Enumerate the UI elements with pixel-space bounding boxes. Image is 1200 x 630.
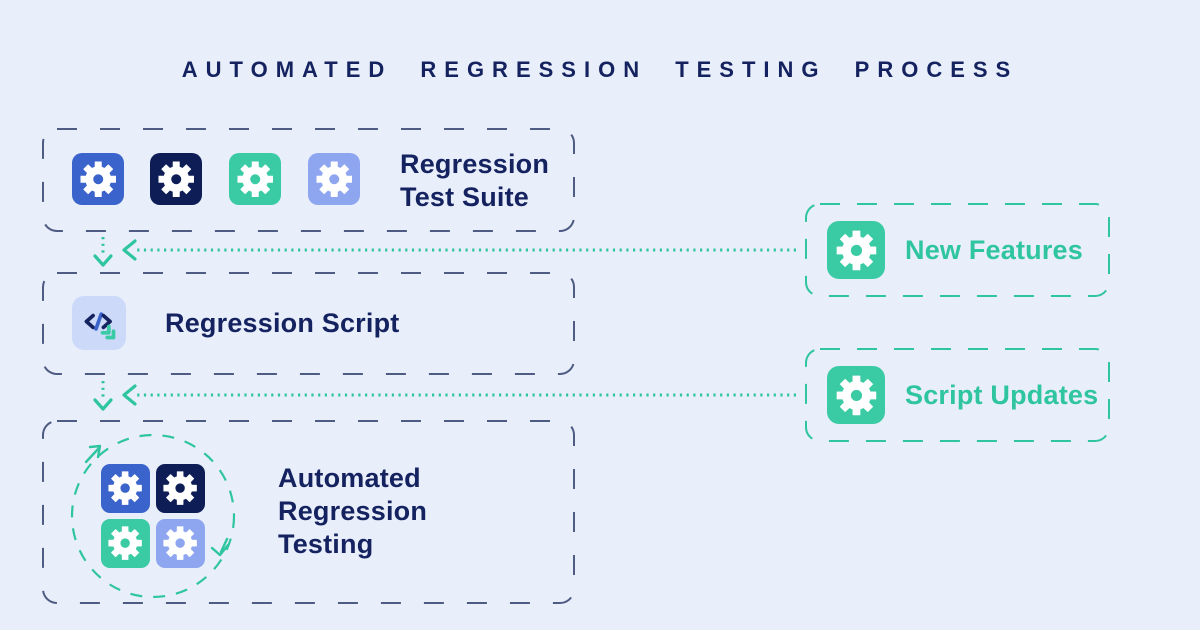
gear-icon-teal — [229, 153, 281, 205]
node-script-updates: Script Updates — [805, 348, 1110, 442]
node-label: Regression Test Suite — [400, 149, 550, 212]
gear-icon-teal — [101, 519, 150, 568]
dashed-border — [42, 272, 575, 375]
dashed-border — [42, 420, 575, 604]
node-label: New Features — [905, 234, 1083, 265]
gear-icon-blue — [72, 153, 124, 205]
gear-icon-blue — [101, 464, 150, 513]
arrow-script-to-testing — [93, 381, 113, 411]
gear-icon-periwinkle — [156, 519, 205, 568]
dashed-border — [805, 203, 1110, 297]
dashed-border — [805, 348, 1110, 442]
gear-icon-teal — [827, 221, 885, 279]
diagram-title: AUTOMATED REGRESSION TESTING PROCESS — [181, 57, 1019, 82]
node-regression-test-suite: Regression Test Suite — [42, 128, 575, 232]
gear-icon-teal — [827, 366, 885, 424]
code-script-icon — [72, 296, 126, 350]
gear-icon-navy — [156, 464, 205, 513]
node-automated-regression-testing: Automated Regression Testing — [42, 420, 575, 604]
gear-icon-navy — [150, 153, 202, 205]
node-label: Automated Regression Testing — [278, 463, 428, 559]
node-regression-script: Regression Script — [42, 272, 575, 375]
arrow-script-updates-to-flow — [122, 384, 796, 406]
node-new-features: New Features — [805, 203, 1110, 297]
node-label: Regression Script — [165, 308, 400, 338]
node-label: Script Updates — [905, 379, 1099, 410]
dashed-border — [42, 128, 575, 232]
arrow-test-suite-to-script — [93, 237, 113, 267]
arrow-new-features-to-flow — [122, 239, 796, 261]
gear-icon-periwinkle — [308, 153, 360, 205]
